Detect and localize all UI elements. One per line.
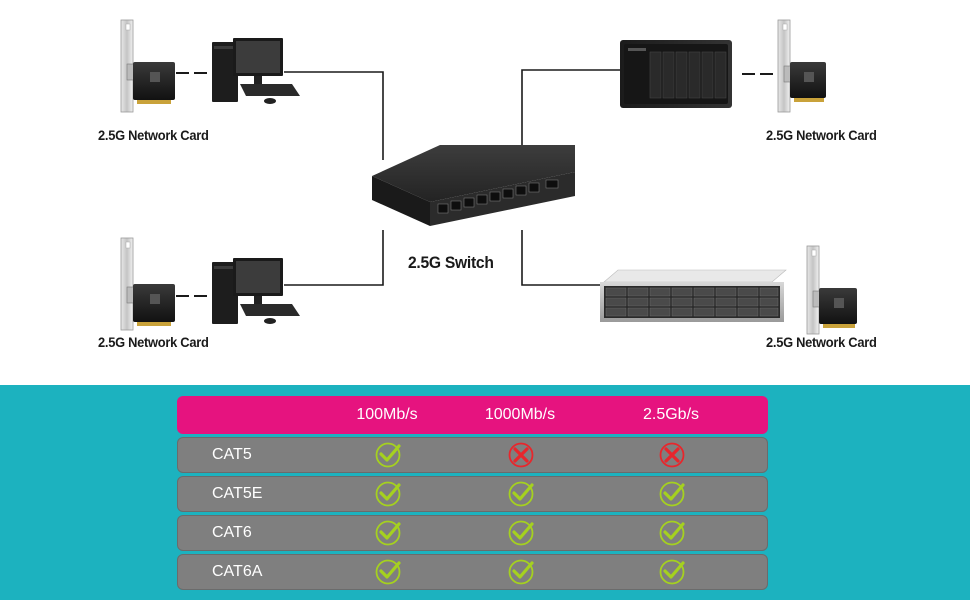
check-mark-icon bbox=[659, 481, 685, 507]
check-mark-icon bbox=[375, 520, 401, 546]
compatibility-cell bbox=[328, 516, 448, 550]
desktop-pc-icon bbox=[212, 38, 300, 104]
line-top-left bbox=[284, 71, 384, 160]
network-card-label-bottom-left: 2.5G Network Card bbox=[98, 334, 209, 350]
desktop-pc-icon bbox=[212, 258, 300, 324]
compatibility-cell bbox=[461, 516, 581, 550]
check-mark-icon bbox=[375, 481, 401, 507]
compatibility-cell bbox=[612, 555, 732, 589]
network-card-label-bottom-right: 2.5G Network Card bbox=[766, 334, 877, 350]
compatibility-cell bbox=[328, 438, 448, 472]
network-card-icon bbox=[806, 245, 857, 335]
switch-label: 2.5G Switch bbox=[408, 253, 494, 272]
compatibility-cell bbox=[461, 438, 581, 472]
row-label: CAT6 bbox=[212, 524, 252, 541]
compatibility-cell bbox=[461, 477, 581, 511]
row-label: CAT5 bbox=[212, 446, 252, 463]
header-cell-2-5gb: 2.5Gb/s bbox=[642, 406, 700, 423]
line-bottom-right bbox=[521, 230, 612, 286]
connection-lines bbox=[176, 69, 773, 297]
network-diagram: 2.5G Network Card 2.5G Network Card 2.5G… bbox=[98, 19, 877, 350]
table-row: CAT5E bbox=[177, 476, 768, 512]
table-row: CAT5 bbox=[177, 437, 768, 473]
network-card-label-top-right: 2.5G Network Card bbox=[766, 127, 877, 143]
network-card-icon bbox=[120, 237, 175, 331]
header-cell-1000mb: 1000Mb/s bbox=[484, 406, 556, 423]
check-mark-icon bbox=[659, 559, 685, 585]
check-mark-icon bbox=[508, 481, 534, 507]
check-mark-icon bbox=[375, 442, 401, 468]
line-bottom-left bbox=[284, 230, 384, 286]
compatibility-cell bbox=[612, 477, 732, 511]
network-card-icon bbox=[120, 19, 175, 113]
compatibility-cell bbox=[612, 516, 732, 550]
diagram-canvas bbox=[120, 19, 857, 335]
table-header-row: 100Mb/s 1000Mb/s 2.5Gb/s bbox=[177, 396, 768, 434]
table-row: CAT6A bbox=[177, 554, 768, 590]
compatibility-cell bbox=[612, 438, 732, 472]
cross-mark-icon bbox=[659, 442, 685, 468]
check-mark-icon bbox=[508, 559, 534, 585]
compatibility-cell bbox=[328, 555, 448, 589]
header-cell-100mb: 100Mb/s bbox=[356, 406, 418, 423]
switch-icon bbox=[372, 145, 575, 226]
row-label: CAT6A bbox=[212, 563, 263, 580]
check-mark-icon bbox=[508, 520, 534, 546]
rack-server-icon bbox=[600, 269, 787, 322]
check-mark-icon bbox=[375, 559, 401, 585]
row-label: CAT5E bbox=[212, 485, 263, 502]
header-cell-empty bbox=[177, 396, 297, 434]
network-card-icon bbox=[777, 19, 826, 113]
network-card-label-top-left: 2.5G Network Card bbox=[98, 127, 209, 143]
nas-storage-icon bbox=[620, 40, 732, 108]
compatibility-cell bbox=[461, 555, 581, 589]
check-mark-icon bbox=[659, 520, 685, 546]
compatibility-cell bbox=[328, 477, 448, 511]
line-top-right bbox=[521, 69, 622, 160]
cross-mark-icon bbox=[508, 442, 534, 468]
table-row: CAT6 bbox=[177, 515, 768, 551]
